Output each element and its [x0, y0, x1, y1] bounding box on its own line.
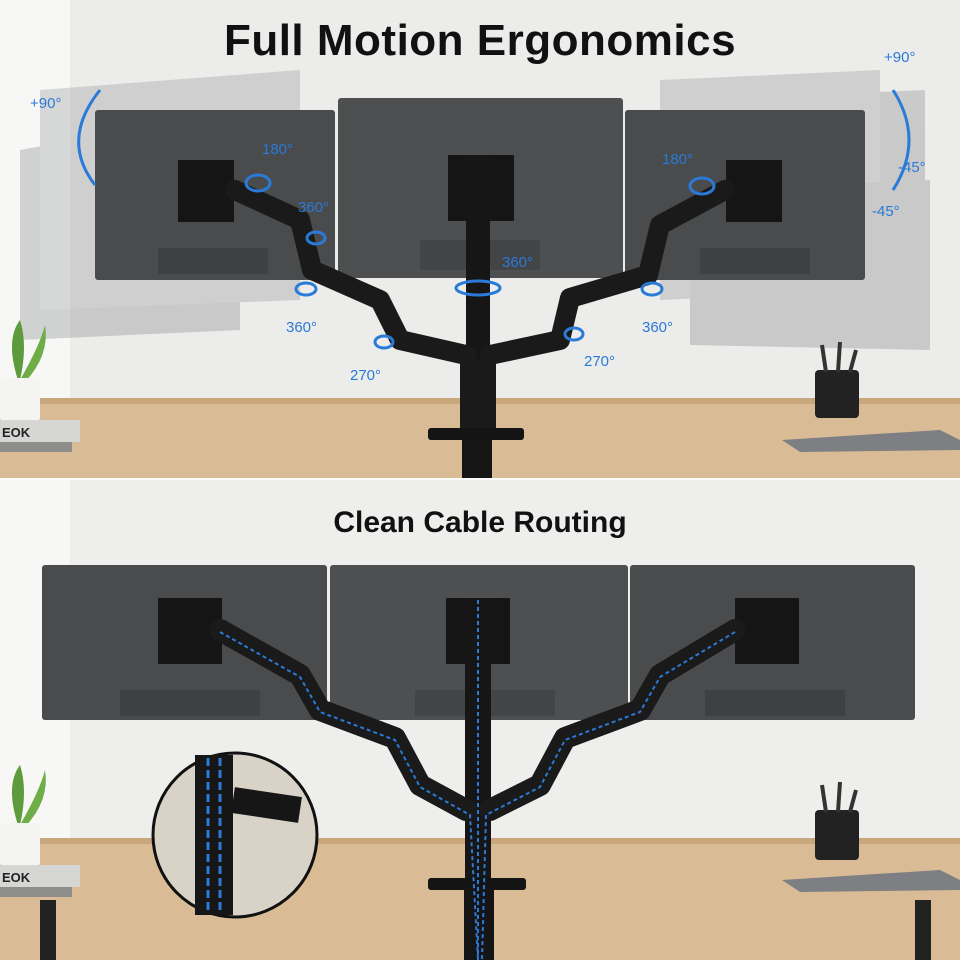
rotate-arrow-right: [688, 176, 716, 196]
rotate-arrow-left: [244, 173, 272, 193]
label-rotate-right: 180°: [662, 151, 693, 168]
swivel-arrow-center: [454, 279, 502, 297]
label-swivel-lower-right: 360°: [642, 319, 673, 336]
books-left: EOK: [0, 865, 80, 897]
label-tilt-minus-bottom: -45°: [872, 203, 900, 220]
section-title-cable-routing: Clean Cable Routing: [333, 506, 627, 539]
plant-left: [0, 765, 46, 868]
arm-left: [209, 619, 477, 821]
vesa-plate-left: [178, 160, 234, 222]
label-swivel-lower-left: 360°: [286, 319, 317, 336]
book-spine-label: EOK: [2, 425, 31, 440]
label-elbow-left: 270°: [350, 367, 381, 384]
label-tilt-left: +90°: [30, 95, 61, 112]
swivel-arrow-lower-right: [640, 281, 664, 297]
arm-left: [225, 180, 476, 365]
full-motion-panel: EOK +90° +90° 180° 180° 360° 360° 360° 3…: [0, 0, 960, 480]
laptop: [782, 430, 960, 452]
label-swivel-center: 360°: [502, 254, 533, 271]
label-elbow-right: 270°: [584, 353, 615, 370]
arm-right: [479, 619, 746, 821]
vesa-plate-right: [726, 160, 782, 222]
label-tilt-minus-top: -45°: [898, 159, 926, 176]
cable-routing-panel: EOK Clean Cable Routing: [0, 480, 960, 960]
tilt-arrow-right: [891, 89, 911, 191]
rotation-indicators: [77, 89, 911, 350]
swivel-arrow-lower-left: [294, 281, 318, 297]
plant-left: [0, 320, 46, 423]
label-rotate-left: 180°: [262, 141, 293, 158]
cable-detail-inset: [151, 751, 319, 919]
elbow-arrow-left: [373, 334, 395, 350]
book-spine-label: EOK: [2, 870, 31, 885]
label-tilt-right: +90°: [884, 49, 915, 66]
pen-holder: [815, 781, 859, 860]
arm-right: [480, 180, 735, 365]
cable-paths: [219, 600, 736, 960]
full-motion-illustration: EOK +90° +90° 180° 180° 360° 360° 360° 3…: [0, 0, 960, 480]
clamp-base: [428, 428, 524, 440]
cable-routing-illustration: EOK: [0, 480, 960, 960]
section-title-full-motion: Full Motion Ergonomics: [223, 16, 737, 65]
tilt-arrow-left: [77, 89, 102, 186]
label-swivel-head-left: 360°: [298, 199, 329, 216]
window-light: [0, 0, 70, 400]
swivel-head-arrow-left: [305, 230, 327, 246]
laptop: [782, 870, 960, 892]
books-left: EOK: [0, 420, 80, 452]
elbow-arrow-right: [563, 326, 585, 342]
pen-holder: [815, 341, 859, 418]
